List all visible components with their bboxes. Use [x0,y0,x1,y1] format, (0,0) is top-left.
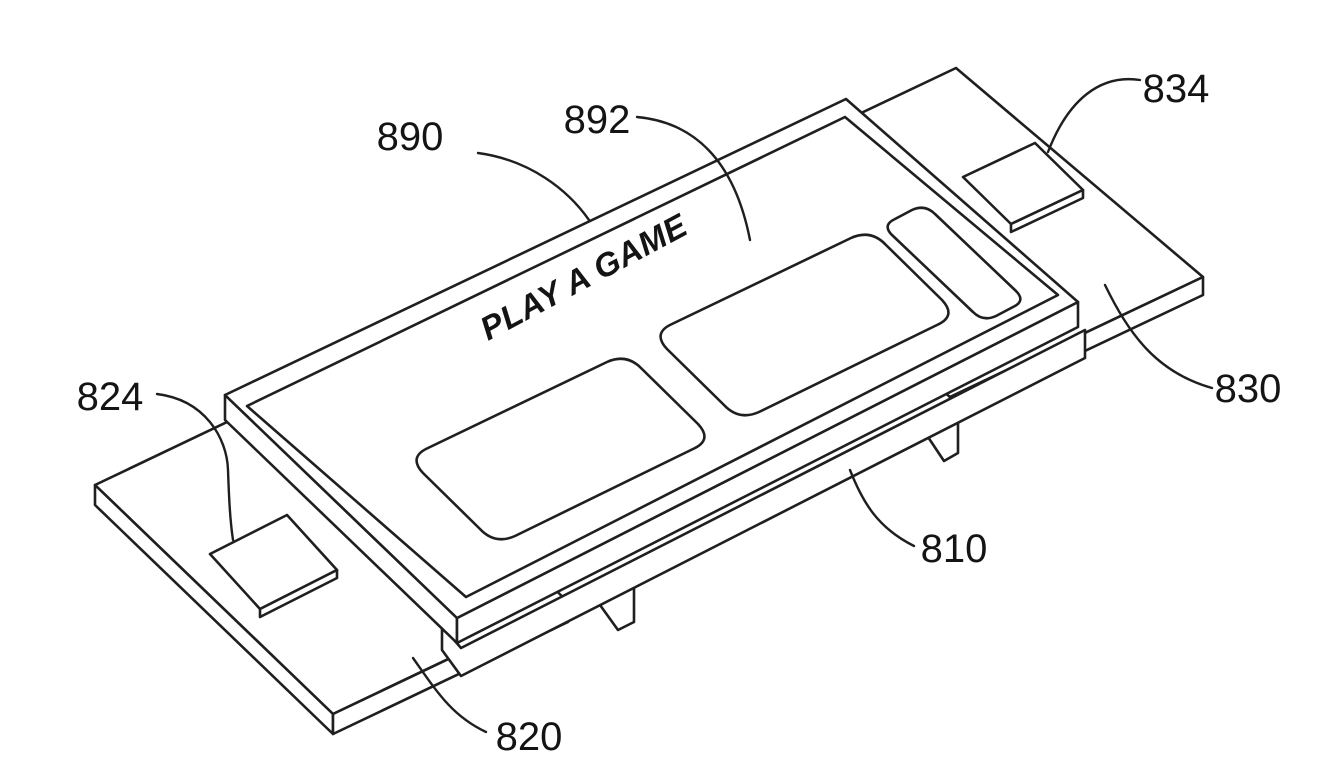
reference-label-892: 892 [564,98,631,142]
leader-lines [155,77,1214,734]
reference-label-820: 820 [496,715,563,759]
reference-label-834: 834 [1143,67,1210,111]
screen-window-center [659,233,950,417]
leader-line-892 [635,115,752,242]
reference-label-830: 830 [1215,367,1282,411]
leader-line-830 [1103,283,1214,390]
screen-window-left [415,357,706,541]
left-chip-side-face [258,568,339,619]
screen-window-right [886,206,1022,320]
leader-line-810 [848,468,916,548]
leader-line-834 [1046,77,1142,154]
reference-label-824: 824 [77,375,144,419]
device-housing [440,328,1087,678]
leader-line-824 [155,392,235,542]
right-board-chip [961,141,1085,234]
leader-line-820 [411,656,488,734]
reference-label-810: 810 [921,527,988,571]
right-chip-side-face [1009,188,1085,234]
left-board-chip [208,513,339,619]
reference-labels: 890 892 834 824 830 810 820 [77,67,1282,759]
leader-line-890 [476,151,591,222]
reference-label-890: 890 [377,115,444,159]
display-screen-inner-bezel [245,115,1060,599]
display-module: PLAY A GAME [223,97,1080,645]
